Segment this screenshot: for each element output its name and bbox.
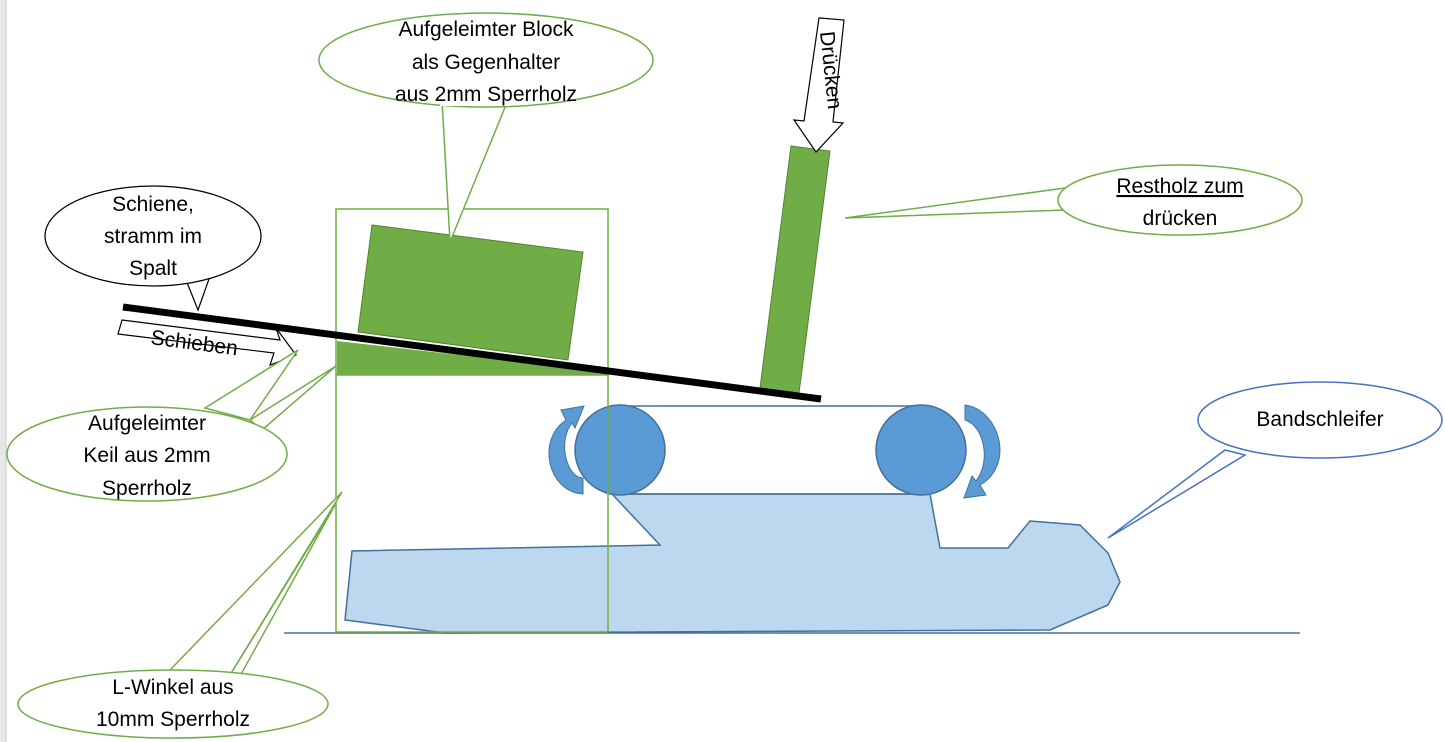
callout-angle-line-1: L-Winkel aus bbox=[112, 676, 233, 699]
glued-block bbox=[357, 224, 584, 361]
callout-angle-line-2: 10mm Sperrholz bbox=[96, 708, 250, 731]
callout-rail-line-3: Spalt bbox=[129, 257, 177, 280]
glued-wedge bbox=[337, 341, 608, 375]
callout-wedge-line-1: Aufgeleimter bbox=[88, 412, 206, 435]
rotation-arrow-left-icon bbox=[548, 405, 585, 495]
callout-block-line-2: als Gegenhalter bbox=[412, 51, 560, 74]
callout-wedge-line-3: Sperrholz bbox=[102, 477, 192, 500]
rotation-arrow-right-icon bbox=[963, 404, 1001, 499]
rail bbox=[122, 303, 822, 403]
callout-block-line-1: Aufgeleimter Block bbox=[398, 18, 574, 41]
callout-scrap-line-1: Restholz zum bbox=[1116, 175, 1243, 198]
push-arrow-label: Schieben bbox=[149, 326, 239, 360]
press-arrow-icon: Drücken bbox=[792, 17, 846, 153]
callout-wedge: Aufgeleimter Keil aus 2mm Sperrholz bbox=[6, 349, 337, 502]
callout-block-line-3: aus 2mm Sperrholz bbox=[395, 83, 577, 106]
callout-rail-line-2: stramm im bbox=[104, 225, 202, 248]
belt-roller-right bbox=[875, 404, 967, 496]
scrap-wood bbox=[759, 145, 831, 394]
belt-roller-left bbox=[574, 404, 666, 496]
callout-scrap: Restholz zum drücken bbox=[844, 164, 1303, 236]
callout-block: Aufgeleimter Block als Gegenhalter aus 2… bbox=[318, 12, 654, 243]
callout-wedge-line-2: Keil aus 2mm bbox=[83, 444, 210, 467]
page-edge bbox=[0, 0, 6, 742]
callout-rail: Schiene, stramm im Spalt bbox=[44, 185, 262, 312]
sander-body bbox=[344, 493, 1121, 634]
l-angle-outline bbox=[335, 208, 609, 633]
callout-scrap-line-2: drücken bbox=[1143, 207, 1218, 230]
callout-sander: Bandschleifer bbox=[1107, 381, 1443, 539]
callout-sander-line-1: Bandschleifer bbox=[1256, 408, 1383, 431]
callout-angle: L-Winkel aus 10mm Sperrholz bbox=[17, 491, 343, 739]
push-arrow-icon: Schieben bbox=[117, 319, 297, 367]
callout-rail-line-1: Schiene, bbox=[112, 193, 194, 216]
